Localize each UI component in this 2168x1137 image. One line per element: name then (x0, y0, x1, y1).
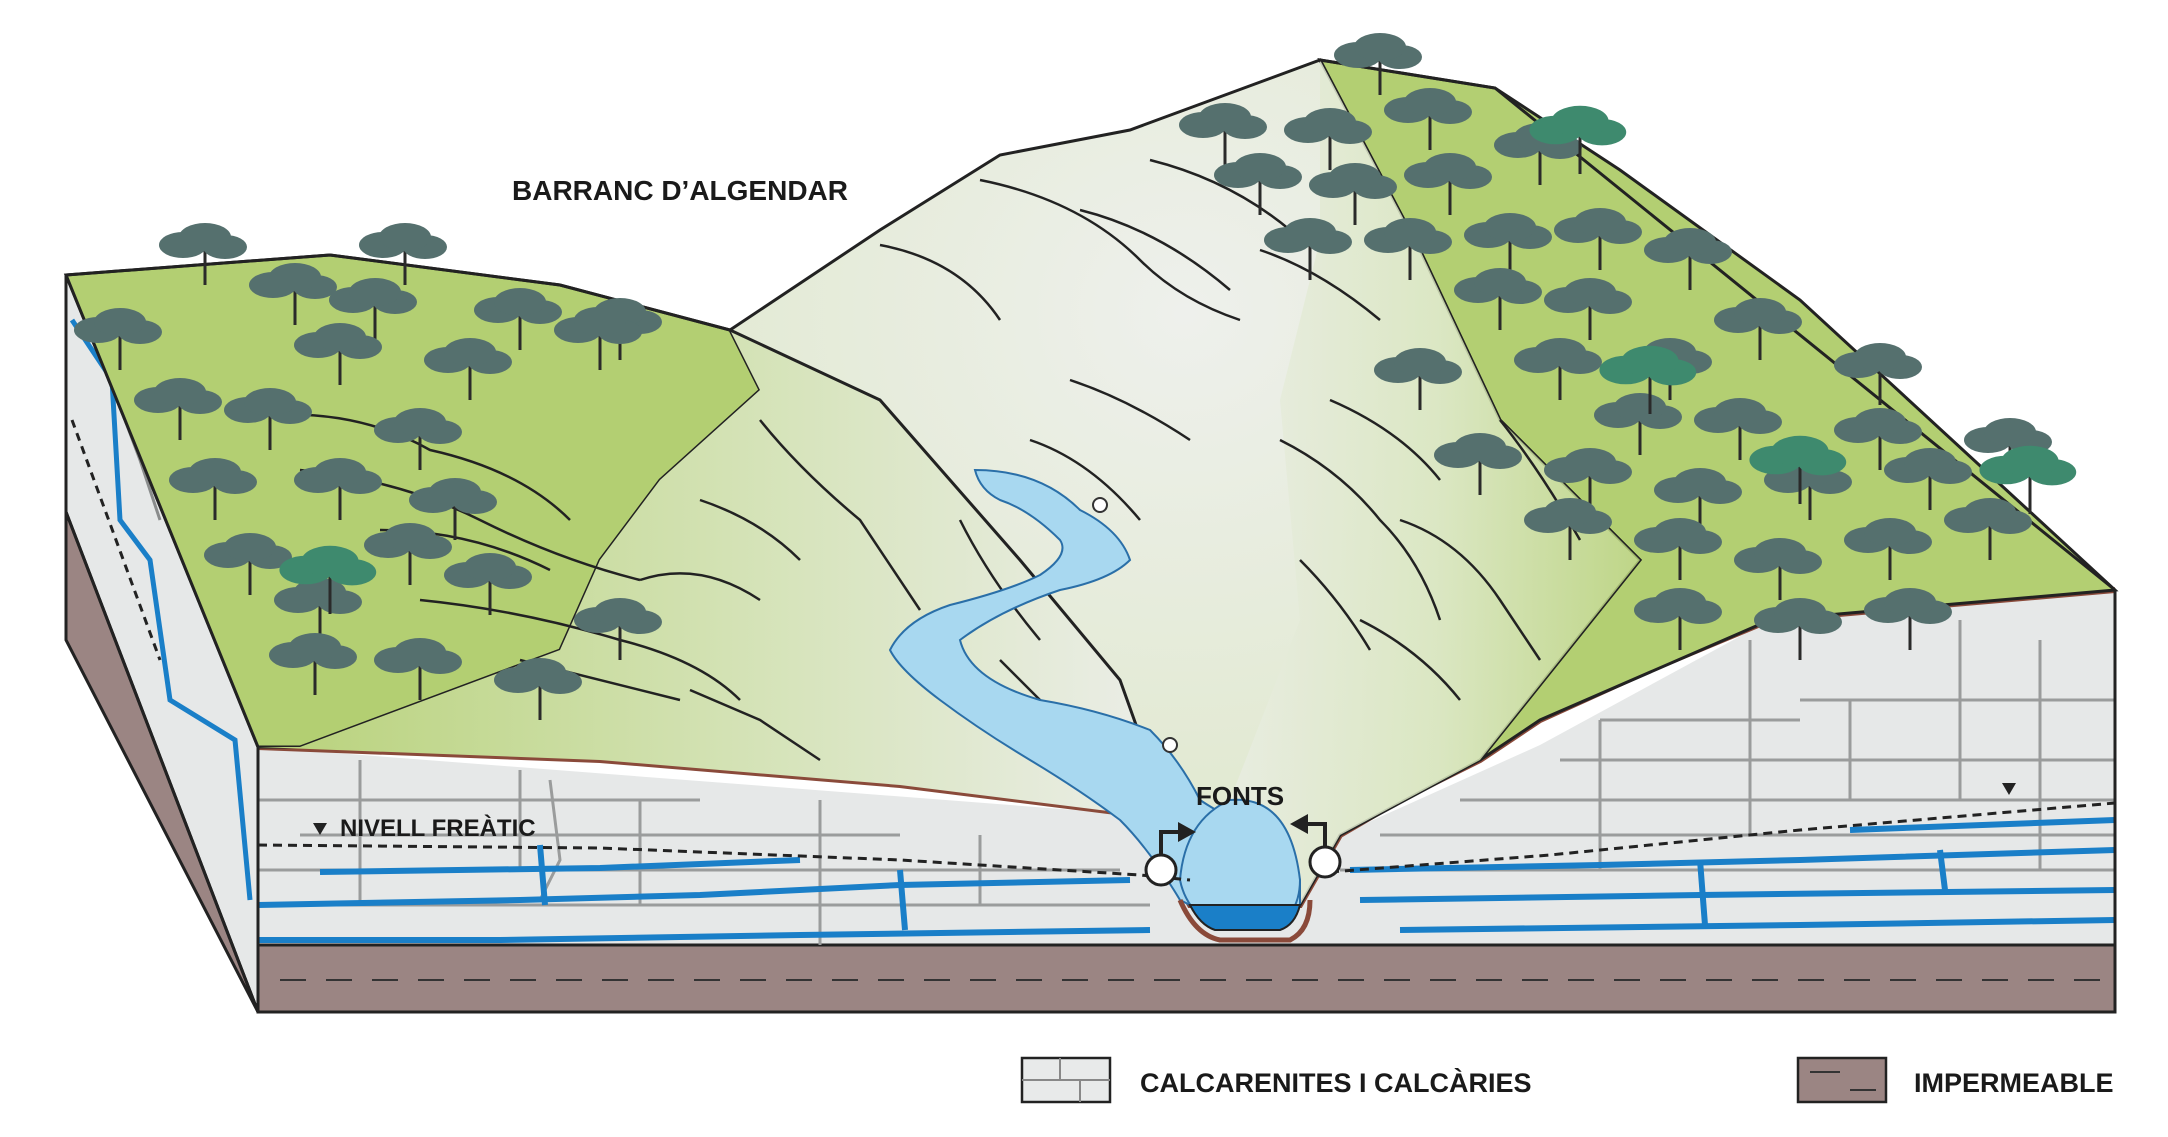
springs-label: FONTS (1196, 781, 1284, 811)
tree-icon (249, 263, 337, 325)
tree-icon (1749, 435, 1847, 504)
tree-icon (1264, 218, 1352, 280)
tree-icon (134, 378, 222, 440)
valley-name-label: BARRANC D’ALGENDAR (512, 175, 848, 206)
tree-icon (374, 408, 462, 470)
tree-icon (1979, 445, 2077, 514)
tree-icon (1404, 153, 1492, 215)
tree-icon (1364, 218, 1452, 280)
tree-icon (574, 598, 662, 660)
legend-item-impermeable: IMPERMEABLE (1796, 1056, 2114, 1104)
tree-icon (1644, 228, 1732, 290)
legend: CALCARENITES I CALCÀRIES IMPERMEABLE (1020, 1056, 2114, 1104)
water-table-triangle-icon (313, 823, 327, 835)
tree-icon (1554, 208, 1642, 270)
tree-icon (1834, 408, 1922, 470)
tree-icon (1179, 103, 1267, 165)
tree-icon (1284, 108, 1372, 170)
tree-icon (1944, 498, 2032, 560)
tree-icon (1309, 163, 1397, 225)
tree-icon (224, 388, 312, 450)
block-left-face (64, 274, 260, 1013)
tree-icon (1524, 498, 1612, 560)
tree-icon (1334, 33, 1422, 95)
tree-icon (494, 658, 582, 720)
tree-icon (74, 308, 162, 370)
tree-icon (424, 338, 512, 400)
impermeable-layer (256, 943, 2117, 1014)
tree-icon (1734, 538, 1822, 600)
water-table-triangle-icon (2002, 783, 2016, 795)
tree-icon (364, 523, 452, 585)
water-table-label: NIVELL FREÀTIC (340, 814, 536, 842)
tree-icon (1454, 268, 1542, 330)
tree-icon (1529, 105, 1627, 174)
tree-icon (269, 633, 357, 695)
tree-icon (1634, 588, 1722, 650)
tree-icon (1714, 298, 1802, 360)
tree-icon (1544, 278, 1632, 340)
tree-icon (1694, 398, 1782, 460)
tree-icon (474, 288, 562, 350)
tree-icon (159, 223, 247, 285)
tree-icon (1884, 448, 1972, 510)
tree-icon (1834, 343, 1922, 405)
tree-icon (1514, 338, 1602, 400)
tree-icon (1654, 468, 1742, 530)
spring-outflow-arrow-icon (1290, 814, 1342, 879)
tree-icon (204, 533, 292, 595)
tree-icon (329, 278, 417, 340)
stream-water (888, 468, 1313, 943)
tree-icon (1754, 598, 1842, 660)
tree-icon (294, 323, 382, 385)
legend-label-limestone: CALCARENITES I CALCÀRIES (1140, 1067, 1532, 1098)
tree-icon (359, 223, 447, 285)
tree-icon (554, 308, 642, 370)
tree-icon (1464, 213, 1552, 275)
tree-icon (444, 553, 532, 615)
tree-icon (279, 545, 377, 614)
tree-icon (1599, 345, 1697, 414)
legend-item-limestone: CALCARENITES I CALCÀRIES (1020, 1056, 1532, 1104)
tree-group (74, 33, 2077, 720)
water-table-line (257, 801, 2116, 882)
tree-icon (1374, 348, 1462, 410)
tree-icon (1544, 448, 1632, 510)
tree-icon (169, 458, 257, 520)
tree-icon (409, 478, 497, 540)
legend-label-impermeable: IMPERMEABLE (1914, 1068, 2114, 1098)
tree-icon (294, 458, 382, 520)
tree-icon (374, 638, 462, 700)
tree-icon (1434, 433, 1522, 495)
spring-outflow-arrow-icon (1144, 822, 1196, 887)
tree-icon (1634, 518, 1722, 580)
tree-icon (1844, 518, 1932, 580)
tree-icon (1214, 153, 1302, 215)
tree-icon (1864, 588, 1952, 650)
tree-icon (1384, 88, 1472, 150)
